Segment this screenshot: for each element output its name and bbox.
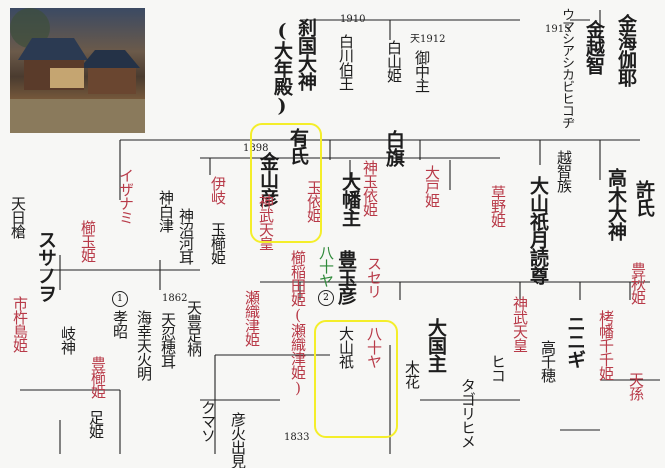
oyamazumi-name: 大山祇月読尊 <box>527 176 549 284</box>
umashi-name: ウマシアシカビヒコヂ <box>559 8 574 128</box>
connector-lines <box>20 10 660 454</box>
sanjo-name: 天日槍 <box>9 196 27 238</box>
year-1915: 1915 <box>545 24 571 35</box>
kyoshi-label: 許氏 <box>633 180 655 216</box>
kushinadahime-name: 櫛稲田姫(瀬織津姫) <box>289 250 307 396</box>
ookuni-name: 大山祇 <box>337 326 355 368</box>
year-1862: 1862 <box>162 293 188 304</box>
ninigi-name: ニニギ <box>564 314 586 368</box>
susanoo-name: スサノヲ <box>35 230 57 302</box>
kuninomi-sub: (大年殿) <box>271 20 293 116</box>
kamuhara-name: 神沼河耳 <box>177 208 195 264</box>
ichi-name: 市杵島姫 <box>11 296 29 352</box>
kami-hakutsu-name: 神白津 <box>157 190 175 232</box>
ashi-name: 足姫 <box>87 410 105 438</box>
oosu-name: 天忍穂耳 <box>159 312 177 368</box>
tamayo-name: タゴリヒメ <box>459 378 477 448</box>
shiroyama-name: 白山姫 <box>385 40 403 82</box>
inari-name: 大国主 <box>425 318 447 372</box>
shrine-photo <box>10 8 145 133</box>
akahito-name: 海幸天火明 <box>135 310 153 380</box>
ninigi-sub-name: 高千穂 <box>539 340 557 382</box>
shirakawa-name: 白川伯王 <box>337 34 355 90</box>
genealogy-chart: 金海伽耶 金越智 ウマシアシカビヒコヂ 1915 刹国大神 (大年殿) 白川伯王… <box>9 8 660 468</box>
kumaso-name: クマソ <box>199 400 217 442</box>
tenson-name: 天孫 <box>627 372 645 400</box>
kushitama-name: 櫛玉姫 <box>79 220 97 262</box>
ikushi-name: 岐神 <box>59 326 77 354</box>
toyotama-name: 豊玉彦 <box>335 250 357 304</box>
gochuou-name: 御中主 <box>413 50 431 92</box>
koushou-name: 孝昭 <box>111 310 129 338</box>
hiruko-name: 豊秋姫 <box>629 262 647 304</box>
ohira-name: 大幡主 <box>339 172 361 226</box>
kinzan-name: 金山彦 <box>257 152 279 206</box>
year-1910: 1910 <box>340 14 366 25</box>
takagi-name: 高木大神 <box>605 168 627 240</box>
yaso-name: 八十ヤ <box>317 245 335 287</box>
shirahata-label: 白旗 <box>383 130 405 166</box>
izanami-name: イザナミ <box>117 168 135 224</box>
otachi-name: 大戸姫 <box>423 165 441 207</box>
kongo-mid-name: 金越智 <box>583 20 605 74</box>
kohaku-name: ヒコ <box>489 354 507 382</box>
tamayori-name: 玉依姫 <box>305 180 323 222</box>
kamitama-name: 神玉依姫 <box>361 160 379 216</box>
arimitsu-name: 有氏 <box>287 128 309 164</box>
kaminun-name: 神武天皇 <box>511 296 529 352</box>
circle-marker-2: 2 <box>318 290 334 306</box>
circle-marker-1: 1 <box>112 291 128 307</box>
kutaba-name: 草野姫 <box>489 185 507 227</box>
echi-name: 越智族 <box>555 150 573 192</box>
year-1912: 天1912 <box>410 34 446 45</box>
highlight-box-bottom <box>314 320 398 438</box>
suseri-name: スセリ <box>365 256 383 298</box>
ujihime-name: 瀬織津姫 <box>243 290 261 346</box>
tamatsuki-name: 玉櫛姫 <box>209 222 227 264</box>
highlight-box-top <box>250 123 322 243</box>
year-1833: 1833 <box>284 432 310 443</box>
kuninomi-name: 刹国大神 <box>295 18 317 90</box>
toyokushi-name: 豊櫛姫 <box>89 356 107 398</box>
hiko-left-name: 彦火出見 <box>229 412 247 468</box>
takahata-name: 栲幡千千姫 <box>597 310 615 380</box>
konohana-name: 木花 <box>403 360 421 388</box>
kounichi-name: 天豊足柄 <box>185 300 203 356</box>
kongo-ui-name: 金海伽耶 <box>615 14 637 86</box>
yasoya-name: 八十ヤ <box>365 326 383 368</box>
iki-name: 伊岐 <box>209 176 227 204</box>
year-1898: 1898 <box>243 143 269 154</box>
